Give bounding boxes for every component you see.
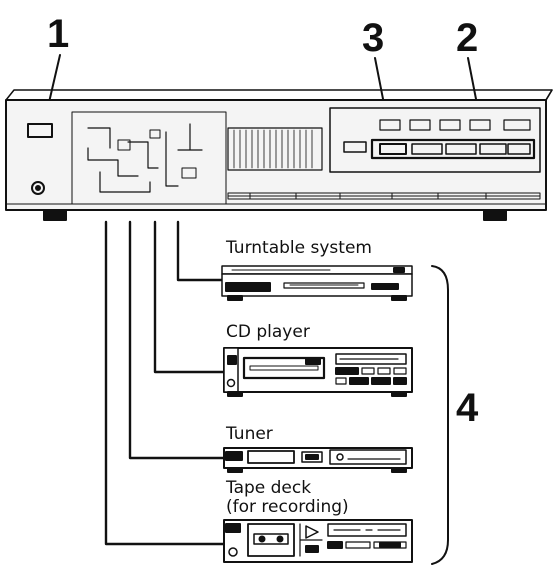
selector-button-row bbox=[370, 138, 536, 160]
cable-cd-player bbox=[153, 220, 228, 374]
group-bracket bbox=[431, 265, 449, 565]
callout-1: 1 bbox=[47, 12, 70, 56]
label-turntable: Turntable system bbox=[226, 238, 372, 258]
headphone-jack bbox=[31, 181, 45, 195]
label-tape-deck-note: (for recording) bbox=[226, 497, 349, 517]
cable-turntable bbox=[176, 220, 224, 282]
circuit-panel bbox=[71, 111, 227, 205]
cable-tape-deck bbox=[104, 220, 226, 546]
label-cd-player: CD player bbox=[226, 322, 310, 342]
volume-display-grille bbox=[227, 127, 323, 171]
power-button bbox=[27, 123, 53, 138]
amplifier-unit bbox=[5, 89, 553, 221]
callout-3: 3 bbox=[362, 16, 385, 60]
cd-player-icon bbox=[223, 347, 413, 397]
control-panel bbox=[329, 107, 541, 173]
label-tuner: Tuner bbox=[226, 424, 273, 444]
label-tape-deck: Tape deck bbox=[226, 478, 312, 498]
turntable-icon bbox=[221, 265, 413, 301]
tuner-icon bbox=[223, 447, 413, 473]
cable-tuner bbox=[128, 220, 226, 460]
tape-deck-icon bbox=[223, 519, 413, 563]
input-selector-button bbox=[379, 143, 407, 155]
connection-cables bbox=[104, 220, 228, 546]
callout-4: 4 bbox=[456, 386, 479, 430]
callout-2: 2 bbox=[456, 16, 479, 60]
